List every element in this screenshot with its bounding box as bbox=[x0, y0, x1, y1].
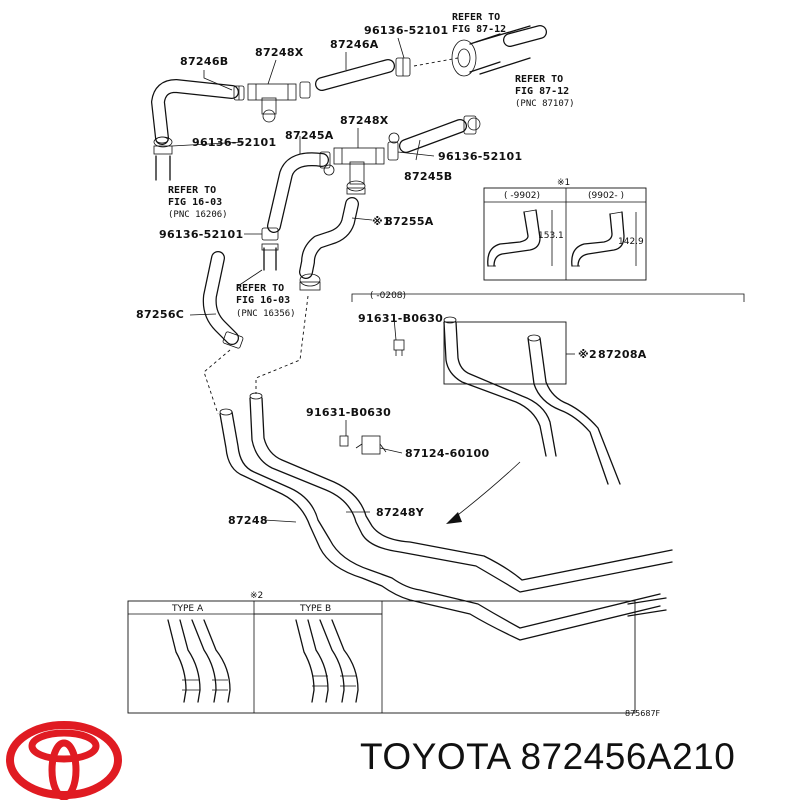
label-91631-mid: 91631-B0630 bbox=[306, 406, 391, 419]
refer-center-line1: REFER TO bbox=[236, 283, 284, 294]
label-91631-top: 91631-B0630 bbox=[358, 312, 443, 325]
label-87248: 87248 bbox=[228, 514, 268, 527]
leader-lines bbox=[171, 37, 575, 523]
label-87246b: 87246B bbox=[180, 55, 228, 68]
label-96136-right: 96136-52101 bbox=[438, 150, 522, 163]
label-87248y: 87248Y bbox=[376, 506, 425, 519]
bolt-91631-top bbox=[393, 339, 405, 356]
refer-center: REFER TO FIG 16-03 (PNC 16356) bbox=[236, 283, 296, 319]
label-96136-top: 96136-52101 bbox=[364, 24, 448, 37]
inset-top bbox=[483, 187, 647, 281]
arrow-indicator bbox=[446, 461, 521, 524]
refer-1-line2: FIG 87-12 bbox=[452, 24, 506, 35]
refer-2-line3: (PNC 87107) bbox=[515, 99, 575, 109]
inset-top-col2-header: (9902- ) bbox=[588, 191, 624, 201]
dashed-link-top bbox=[413, 57, 459, 67]
drawing-code: 875687F bbox=[625, 709, 661, 718]
dashed-link-center bbox=[255, 295, 309, 394]
label-87208a: 87208A bbox=[598, 348, 647, 361]
inset-top-note: ※1 bbox=[557, 178, 570, 188]
clamp-mid-bottom bbox=[346, 180, 366, 195]
clip-87124 bbox=[339, 435, 387, 455]
refer-1-line1: REFER TO bbox=[452, 12, 500, 23]
label-87255a: 87255A bbox=[385, 215, 434, 228]
note-mark-87208a: ※2 bbox=[578, 348, 597, 361]
refer-top-right-1: REFER TO FIG 87-12 bbox=[452, 12, 506, 35]
refer-left-line3: (PNC 16206) bbox=[168, 210, 228, 220]
label-87248x-top: 87248X bbox=[255, 46, 304, 59]
label-87124: 87124-60100 bbox=[405, 447, 489, 460]
clamp-left2-96136 bbox=[261, 227, 279, 271]
refer-top-right-2: REFER TO FIG 87-12 (PNC 87107) bbox=[515, 74, 575, 109]
refer-left-line1: REFER TO bbox=[168, 185, 216, 196]
tee-joint-87248x-mid bbox=[333, 147, 385, 185]
inset-top-dim2: 142.9 bbox=[618, 237, 644, 247]
label-96136-left: 96136-52101 bbox=[192, 136, 276, 149]
hose-87256c bbox=[202, 251, 239, 345]
dashed-link-left bbox=[203, 349, 231, 415]
pipe-87208a bbox=[443, 316, 621, 485]
hose-87246b bbox=[151, 79, 239, 145]
heater-valve-fitting bbox=[451, 25, 547, 77]
label-87256c: 87256C bbox=[136, 308, 184, 321]
pipe-87248y bbox=[249, 392, 673, 593]
inset-top-col1-header: ( -9902) bbox=[504, 191, 540, 201]
clamp-left-96136 bbox=[153, 136, 173, 181]
inset-top-dim1: 153.1 bbox=[538, 231, 564, 241]
refer-2-line1: REFER TO bbox=[515, 74, 563, 85]
hose-87245a bbox=[267, 152, 329, 233]
refer-center-line2: FIG 16-03 bbox=[236, 295, 290, 306]
refer-left: REFER TO FIG 16-03 (PNC 16206) bbox=[168, 185, 228, 220]
pipe-87248 bbox=[219, 408, 667, 641]
inset-bottom bbox=[127, 600, 636, 714]
toyota-emblem-icon bbox=[6, 721, 122, 801]
footer-part-number: TOYOTA 872456A210 bbox=[360, 736, 736, 777]
label-87246a: 87246A bbox=[330, 38, 379, 51]
clamp-87245a bbox=[319, 151, 335, 176]
tee-joint-87248x-top bbox=[247, 83, 297, 123]
clamp-87246a bbox=[395, 57, 411, 77]
note-mark-87255a: ※1 bbox=[372, 215, 391, 228]
clamp-top-left bbox=[233, 85, 245, 101]
label-96136-left2: 96136-52101 bbox=[159, 228, 243, 241]
label-87245a: 87245A bbox=[285, 129, 334, 142]
clamp-87256c bbox=[222, 331, 244, 349]
refer-center-line3: (PNC 16356) bbox=[236, 309, 296, 319]
range-bracket bbox=[351, 293, 745, 302]
refer-2-line2: FIG 87-12 bbox=[515, 86, 569, 97]
hose-87245b bbox=[399, 119, 467, 153]
inset-type-a-label: TYPE A bbox=[171, 604, 204, 614]
label-87248x-mid: 87248X bbox=[340, 114, 389, 127]
hose-87255a bbox=[299, 197, 359, 279]
clamp-top-middle bbox=[299, 81, 311, 99]
clamp-87245b bbox=[463, 115, 481, 135]
refer-left-line2: FIG 16-03 bbox=[168, 197, 222, 208]
label-87245b: 87245B bbox=[404, 170, 452, 183]
inset-type-b-label: TYPE B bbox=[299, 604, 331, 614]
clamp-mid-right bbox=[387, 132, 400, 161]
range-label: ( -0208) bbox=[370, 291, 406, 301]
hose-87246a bbox=[315, 59, 395, 91]
inset-bottom-note: ※2 bbox=[250, 591, 263, 601]
clamp-87255a bbox=[299, 273, 321, 291]
